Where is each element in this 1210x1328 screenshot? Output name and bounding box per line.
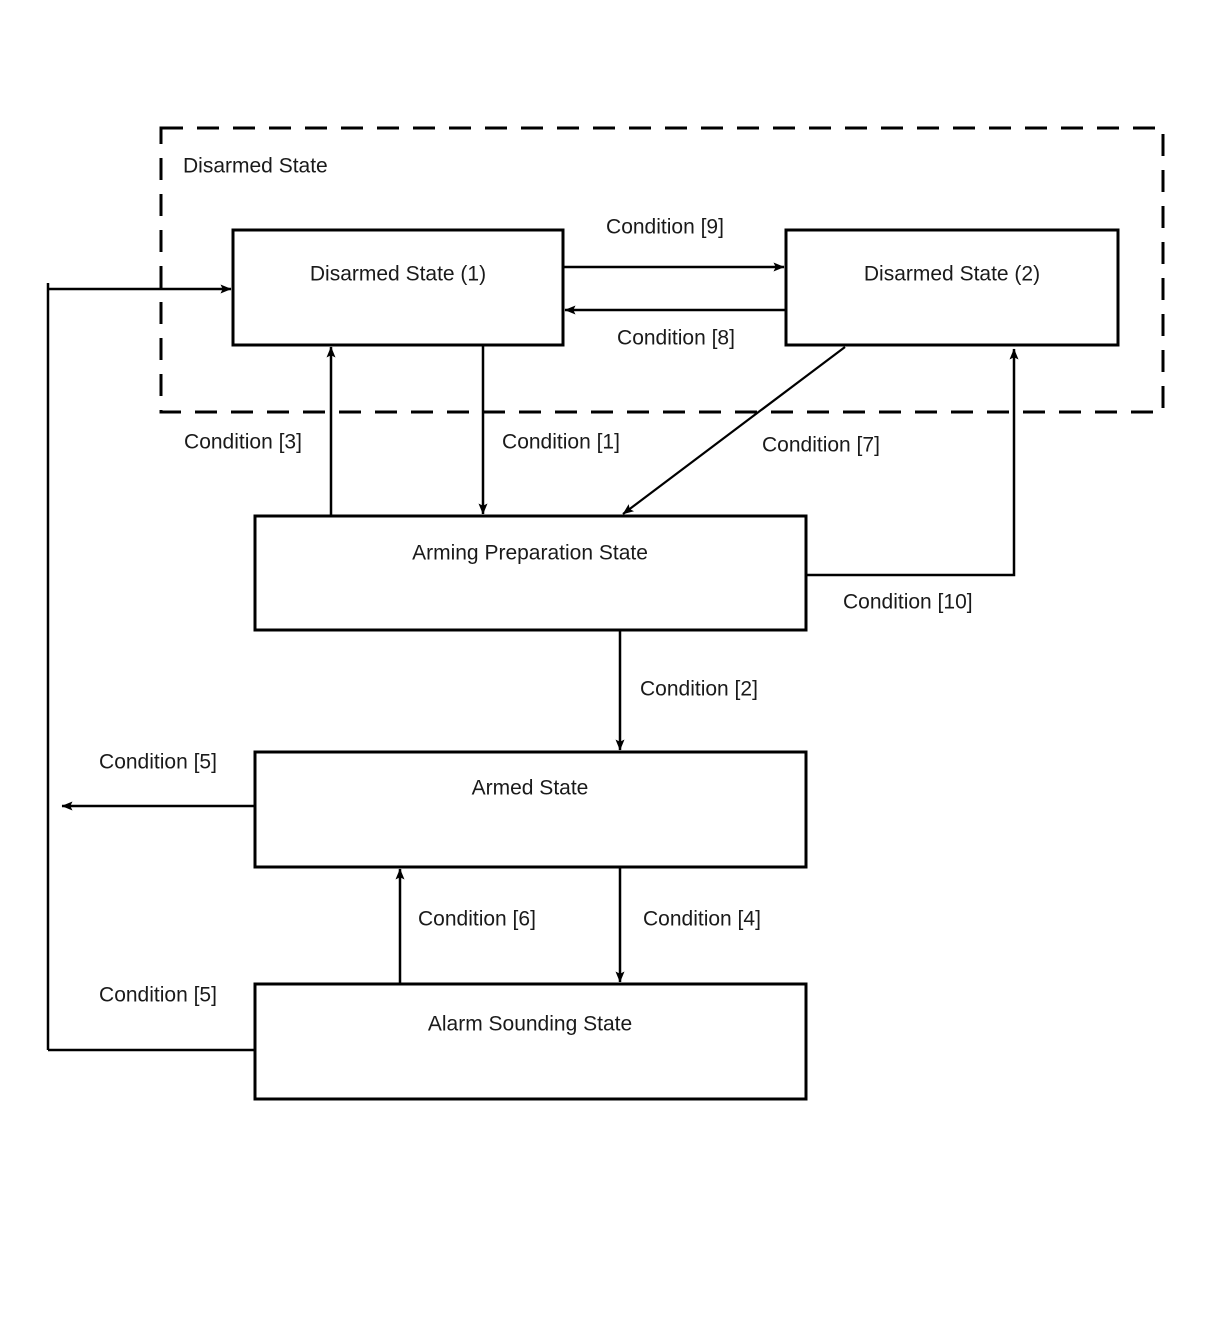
state-label-alarm-sounding: Alarm Sounding State [428,1013,632,1036]
edge-label-condition-8: Condition [8] [617,327,735,350]
edge-label-condition-5-armed: Condition [5] [99,751,217,774]
edge-label-condition-4: Condition [4] [643,908,761,931]
disarmed-state-group-label: Disarmed State [183,155,328,178]
edge-label-condition-6: Condition [6] [418,908,536,931]
edge-condition-7 [622,346,846,515]
edge-label-condition-7: Condition [7] [762,434,880,457]
edge-label-condition-5-alarm: Condition [5] [99,984,217,1007]
state-label-disarmed-2: Disarmed State (2) [864,263,1040,286]
disarmed-state-group-frame [159,126,1165,414]
state-label-arming-preparation: Arming Preparation State [412,542,648,565]
edge-label-condition-10: Condition [10] [843,591,973,614]
state-box-arming-preparation[interactable]: Arming Preparation State [253,514,808,632]
edge-label-condition-1: Condition [1] [502,431,620,454]
state-box-alarm-sounding[interactable]: Alarm Sounding State [253,982,808,1101]
state-box-disarmed-2[interactable]: Disarmed State (2) [784,228,1120,347]
state-box-disarmed-1[interactable]: Disarmed State (1) [231,228,565,347]
state-label-armed: Armed State [472,777,589,800]
state-label-disarmed-1: Disarmed State (1) [310,263,486,286]
edge-condition-10 [806,348,1019,577]
state-box-armed[interactable]: Armed State [253,750,808,869]
edge-label-condition-2: Condition [2] [640,678,758,701]
edge-label-condition-9: Condition [9] [606,216,724,239]
edge-label-condition-3: Condition [3] [184,431,302,454]
